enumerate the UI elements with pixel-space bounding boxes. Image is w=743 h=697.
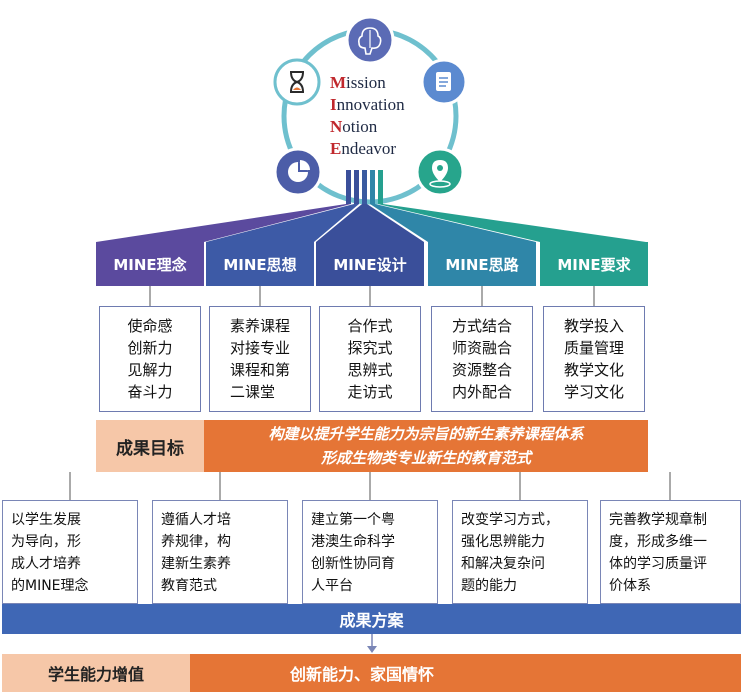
detail-line: 素养课程: [229, 317, 290, 335]
result-box-4: 改变学习方式， 强化思辨能力 和解决复杂问 题的能力: [452, 500, 588, 604]
detail-line: 合作式: [347, 317, 393, 335]
value-text: 创新能力、家国情怀: [190, 654, 741, 692]
result-box-2: 遵循人才培 养规律，构 建新生素养 教育范式: [152, 500, 288, 604]
brain-icon: [345, 15, 395, 65]
header-mine-thought: MINE思想: [206, 242, 314, 286]
detail-box-requirement: 教学投入 质量管理 教学文化 学习文化: [543, 306, 645, 412]
detail-line: 探究式: [347, 339, 393, 357]
connector-bars: [346, 170, 383, 204]
mine-word-notion: Notion: [330, 117, 378, 136]
detail-box-thought: 素养课程 对接专业 课程和第 二课堂: [209, 306, 311, 412]
header-lines: [149, 286, 595, 306]
mine-word-endeavor: Endeavor: [330, 139, 397, 158]
location-pin-icon: [415, 147, 465, 197]
result-box-1: 以学生发展 为导向，形 成人才培养 的MINE理念: [2, 500, 138, 604]
mine-word-innovation: Innovation: [330, 95, 405, 114]
document-icon: [420, 58, 468, 106]
detail-line: 使命感: [127, 317, 173, 335]
detail-line: 质量管理: [563, 339, 624, 357]
header-mine-concept: MINE理念: [96, 242, 204, 286]
detail-line: 教学投入: [563, 317, 624, 335]
detail-line: 奋斗力: [127, 383, 173, 401]
detail-line: 师资融合: [451, 339, 512, 357]
header-mine-approach: MINE思路: [428, 242, 536, 286]
mine-acronym: Mission Innovation Notion Endeavor: [330, 72, 405, 160]
result-box-5: 完善教学规章制 度，形成多维一 体的学习质量评 价体系: [600, 500, 741, 604]
detail-box-design: 合作式 探究式 思辨式 走访式: [319, 306, 421, 412]
goal-statement: 构建以提升学生能力为宗旨的新生素养课程体系 形成生物类专业新生的教育范式: [204, 420, 648, 472]
detail-box-concept: 使命感 创新力 见解力 奋斗力: [99, 306, 201, 412]
header-mine-design: MINE设计: [316, 242, 424, 286]
mine-word-mission: Mission: [330, 73, 386, 92]
plan-bar: 成果方案: [2, 604, 741, 634]
value-label: 学生能力增值: [2, 654, 190, 692]
detail-line: 教学文化: [563, 361, 624, 379]
detail-line: 对接专业: [229, 339, 290, 357]
fan-shapes: [96, 204, 646, 242]
hourglass-icon: [273, 58, 321, 106]
detail-line: 思辨式: [347, 361, 393, 379]
detail-line: 学习文化: [563, 383, 624, 401]
result-box-3: 建立第一个粤 港澳生命科学 创新性协同育 人平台: [302, 500, 438, 604]
goal-line-2: 形成生物类专业新生的教育范式: [320, 449, 531, 467]
result-lines: [69, 472, 671, 500]
header-mine-requirement: MINE要求: [540, 242, 648, 286]
detail-box-approach: 方式结合 师资融合 资源整合 内外配合: [431, 306, 533, 412]
detail-line: 见解力: [127, 361, 173, 379]
pie-chart-icon: [273, 147, 323, 197]
arrow-down-icon: [367, 646, 377, 653]
goal-label: 成果目标: [96, 420, 204, 472]
detail-line: 方式结合: [451, 317, 512, 335]
detail-line: 二课堂: [229, 383, 275, 401]
detail-line: 课程和第: [229, 361, 290, 379]
goal-line-1: 构建以提升学生能力为宗旨的新生素养课程体系: [268, 425, 584, 443]
detail-line: 内外配合: [451, 383, 512, 401]
detail-line: 创新力: [127, 339, 173, 357]
detail-line: 走访式: [347, 383, 393, 401]
detail-line: 资源整合: [451, 361, 512, 379]
